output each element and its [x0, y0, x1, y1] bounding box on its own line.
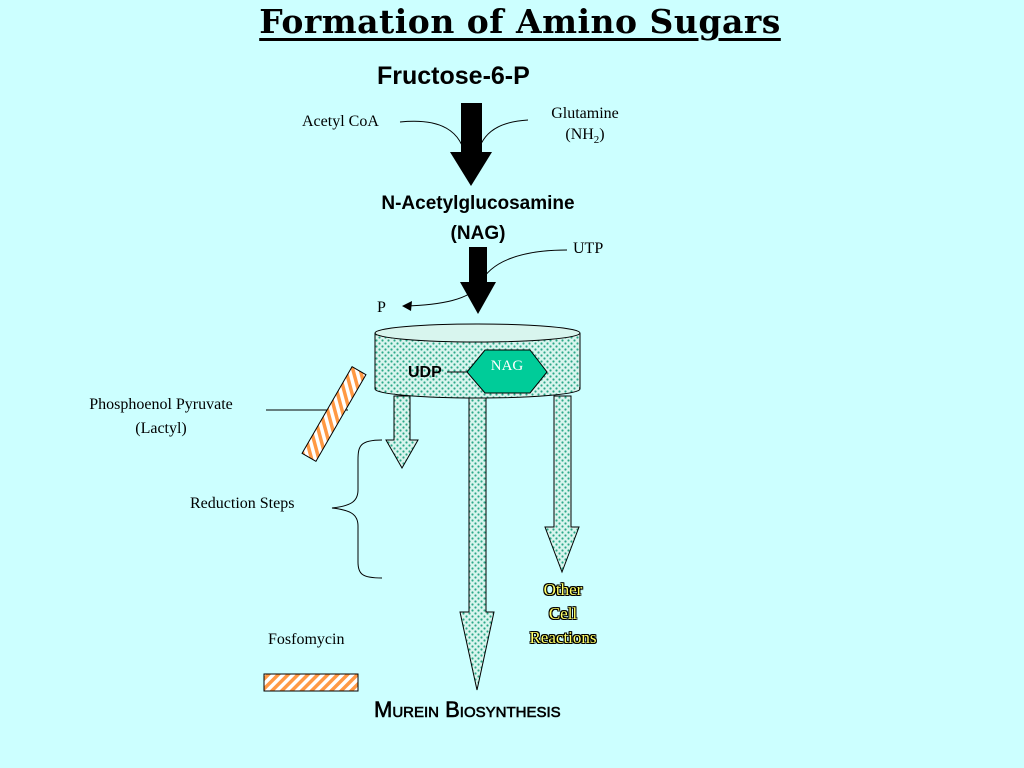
other-line1: Other [543, 580, 583, 599]
glutamine-label: Glutamine (NH2) [530, 103, 640, 151]
arrow-to-murein [459, 397, 495, 691]
nag-hexagon-label: NAG [490, 358, 524, 374]
other-line2: Cell [548, 604, 578, 623]
nag-hexagon [466, 349, 548, 394]
udp-label: UDP [408, 364, 442, 381]
pep-text: Phosphoenol Pyruvate [89, 396, 233, 413]
fructose-label: Fructose-6-P [377, 62, 530, 90]
pep-label: Phosphoenol Pyruvate (Lactyl) [56, 393, 266, 441]
arrow-fructose-to-nag [450, 103, 492, 186]
nag-label: N-Acetylglucosamine (NAG) [340, 189, 616, 249]
murein-label: Murein Biosynthesis [374, 697, 561, 723]
other-reactions-label: Other Cell Reactions [515, 578, 611, 650]
other-line3: Reactions [529, 628, 597, 647]
nag-abbrev: (NAG) [450, 223, 506, 244]
fosfomycin-label: Fosfomycin [268, 631, 345, 648]
pep-bar [301, 366, 367, 462]
nh2-prefix: (NH [565, 126, 594, 143]
lactyl-text: (Lactyl) [135, 420, 187, 437]
glutamine-connector [475, 119, 529, 161]
reduction-label: Reduction Steps [190, 495, 295, 512]
acetyl-coa-connector [399, 120, 467, 161]
arrow-nag-to-udp [460, 247, 496, 314]
cylinder-top [374, 323, 581, 343]
nh2-text: (NH2) [530, 124, 640, 151]
p-label: P [377, 299, 386, 316]
fosfomycin-bar [263, 673, 359, 692]
nh2-subscript: 2 [593, 134, 600, 147]
nh2-suffix: ) [599, 126, 605, 143]
reduction-brace [331, 439, 383, 579]
nag-name: N-Acetylglucosamine [381, 193, 575, 214]
page-title: Formation of Amino Sugars [259, 2, 781, 41]
arrow-to-other-reactions [544, 395, 580, 574]
arrow-left-short [385, 395, 419, 470]
utp-label: UTP [573, 240, 604, 257]
acetyl-coa-label: Acetyl CoA [302, 113, 379, 130]
p-arrowhead [402, 301, 412, 311]
glutamine-text: Glutamine [551, 105, 619, 122]
utp-p-connector [404, 249, 568, 307]
